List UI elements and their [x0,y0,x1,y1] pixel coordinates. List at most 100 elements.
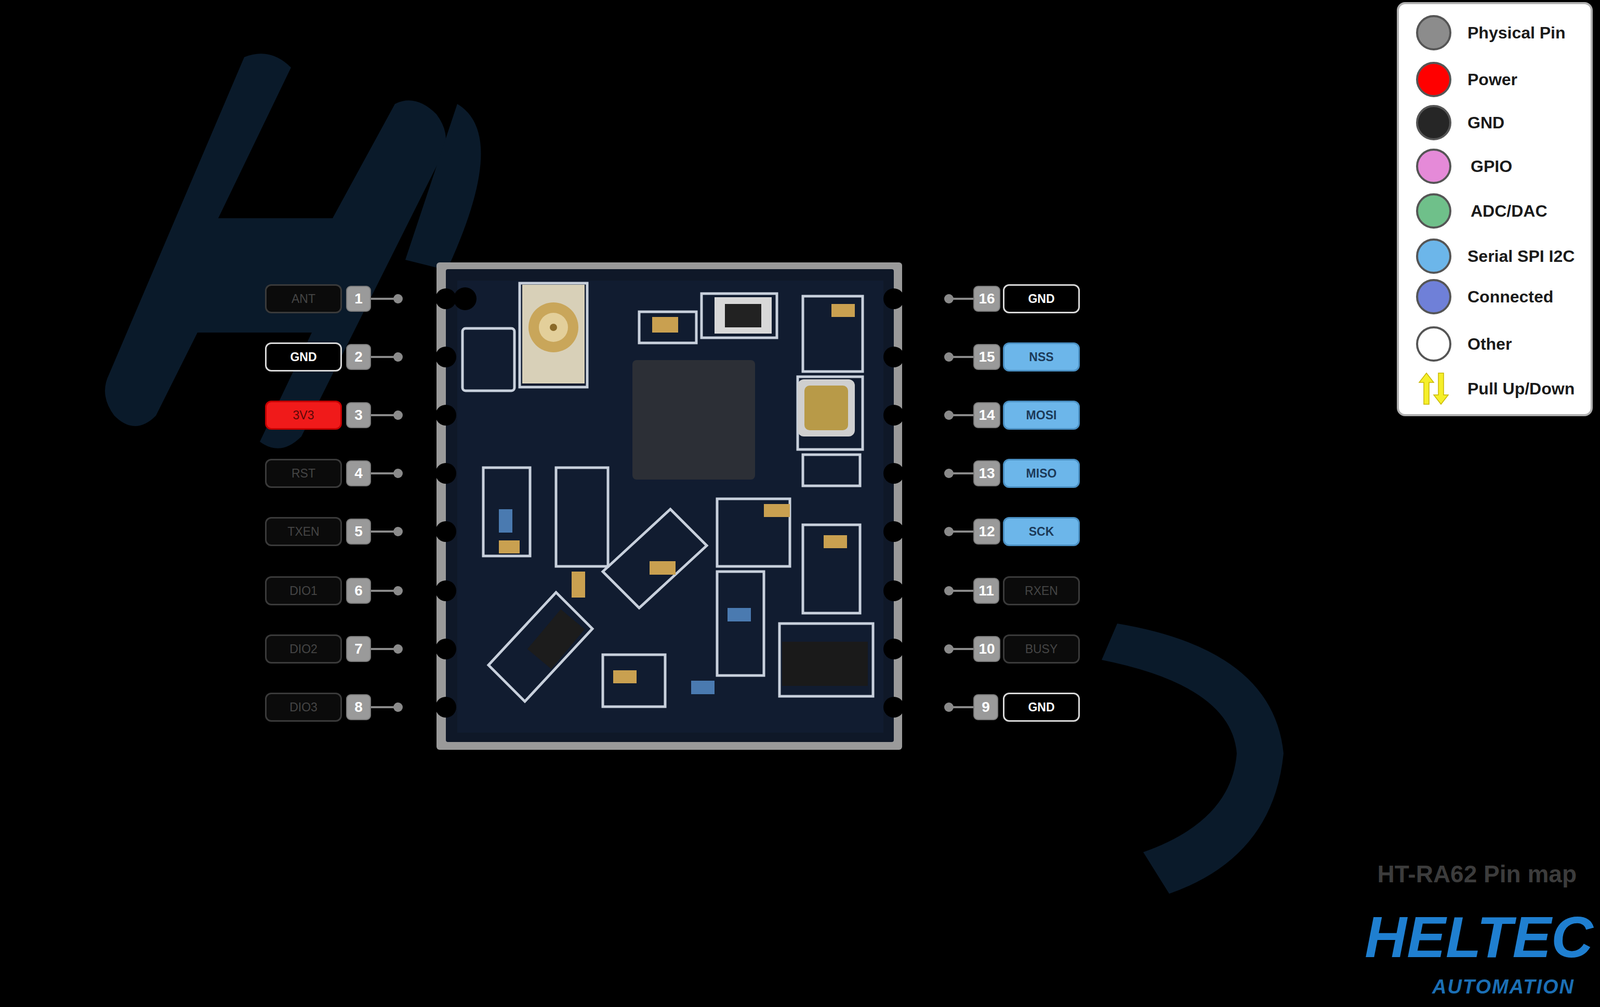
pin-name: DIO1 [289,584,318,599]
legend-swatch [1416,279,1452,315]
pin-number-text: 13 [978,465,995,482]
pin-name: MOSI [1026,408,1057,423]
logo-text: AUTOMATION [1432,976,1575,998]
pin-name: TXEN [287,524,320,539]
pin-name: RST [291,466,316,481]
legend-text: Other [1467,333,1512,355]
pin-name: ANT [291,292,316,307]
pin-name: DIO2 [289,642,318,657]
pin-number: 12 [973,518,1001,545]
pin-label: MISO [1002,458,1080,488]
pin-label: RXEN [1002,576,1080,606]
pull-arrows [1417,372,1451,406]
pin-number: 9 [973,694,999,721]
pin-number: 13 [973,460,1001,487]
pin-number-text: 4 [354,465,363,482]
pin-number-text: 9 [981,698,990,716]
legend-swatch [1416,61,1452,98]
pin-label: ANT [265,284,342,314]
legend-text: Serial SPI I2C [1467,245,1575,267]
pin-dot [393,294,403,304]
pin-number-text: 6 [354,582,363,600]
pin-number-text: 1 [354,290,363,308]
pin-label: DIO2 [265,634,342,664]
pin-number: 11 [973,577,1000,604]
pin-number-text: 10 [978,640,995,658]
pin-label: MOSI [1002,400,1080,430]
pin-dot [944,410,954,420]
legend-swatch [1416,238,1452,274]
pin-name: GND [289,350,317,365]
pin-number-text: 2 [354,348,363,366]
pin-name: GND [1027,700,1055,715]
legend-swatch [1416,193,1452,229]
pin-label: TXEN [265,517,342,547]
pin-number: 10 [973,636,1001,663]
pin-number-text: 11 [978,582,995,600]
pin-name: NSS [1028,350,1054,365]
pin-name: GND [1027,292,1055,307]
legend-panel [1397,3,1592,416]
legend-swatch [1416,148,1452,184]
pin-dot [944,468,954,479]
legend-text: Power [1467,69,1518,90]
pin-dot [944,702,954,712]
pin-dot [393,586,403,596]
pin-dot [393,644,403,654]
pin-number: 5 [346,518,372,545]
pin-dot [944,294,954,304]
diagram-title: HT-RA62 Pin map [1377,860,1577,889]
pin-number-text: 8 [354,698,363,716]
pin-number-text: 7 [354,640,363,658]
pin-label: GND [265,342,342,372]
pin-number: 7 [346,636,372,663]
pin-label: 3V3 [265,400,342,430]
pin-number: 16 [973,285,1001,312]
pin-number-text: 3 [354,406,363,424]
pin-dot [393,410,403,420]
pin-dot [393,526,403,537]
pin-label: DIO3 [265,692,342,722]
pin-number: 14 [973,402,1001,429]
lora-module [435,262,905,750]
pin-number: 6 [346,577,372,604]
pin-dot [393,468,403,479]
legend-swatch [1416,326,1452,362]
legend-text: ADC/DAC [1470,200,1548,222]
pin-label: GND [1002,284,1080,314]
legend-swatch [1416,15,1452,51]
pin-number: 1 [346,285,372,312]
pin-label: SCK [1002,517,1080,547]
pin-name: MISO [1026,466,1057,481]
pin-name: BUSY [1025,642,1059,657]
pin-number-text: 16 [978,290,995,308]
pin-number: 3 [346,402,372,429]
watermark [104,53,1284,894]
pin-number-text: 5 [354,523,363,540]
pin-number: 15 [973,344,1001,370]
up-arrow [1419,373,1434,405]
logo-text: HELTEC [1364,906,1594,969]
pin-dot [944,644,954,654]
pin-label: RST [265,458,342,488]
pin-dot [393,352,403,362]
pin-number: 4 [346,460,372,487]
pin-name: 3V3 [293,408,315,423]
pin-name: RXEN [1024,584,1059,599]
pin-number-text: 14 [978,406,995,424]
pin-name: DIO3 [289,700,318,715]
pin-label: NSS [1002,342,1080,372]
pin-label: DIO1 [265,576,342,606]
legend-text: Physical Pin [1467,22,1566,44]
legend-text: GND [1467,112,1505,134]
legend-text: Pull Up/Down [1467,378,1575,400]
pin-number-text: 12 [978,523,995,540]
pin-number-text: 15 [978,348,995,366]
pin-label: BUSY [1002,634,1080,664]
pin-number: 2 [346,344,372,370]
pin-name: SCK [1028,524,1055,539]
legend-swatch [1416,104,1452,141]
down-arrow [1433,373,1449,405]
